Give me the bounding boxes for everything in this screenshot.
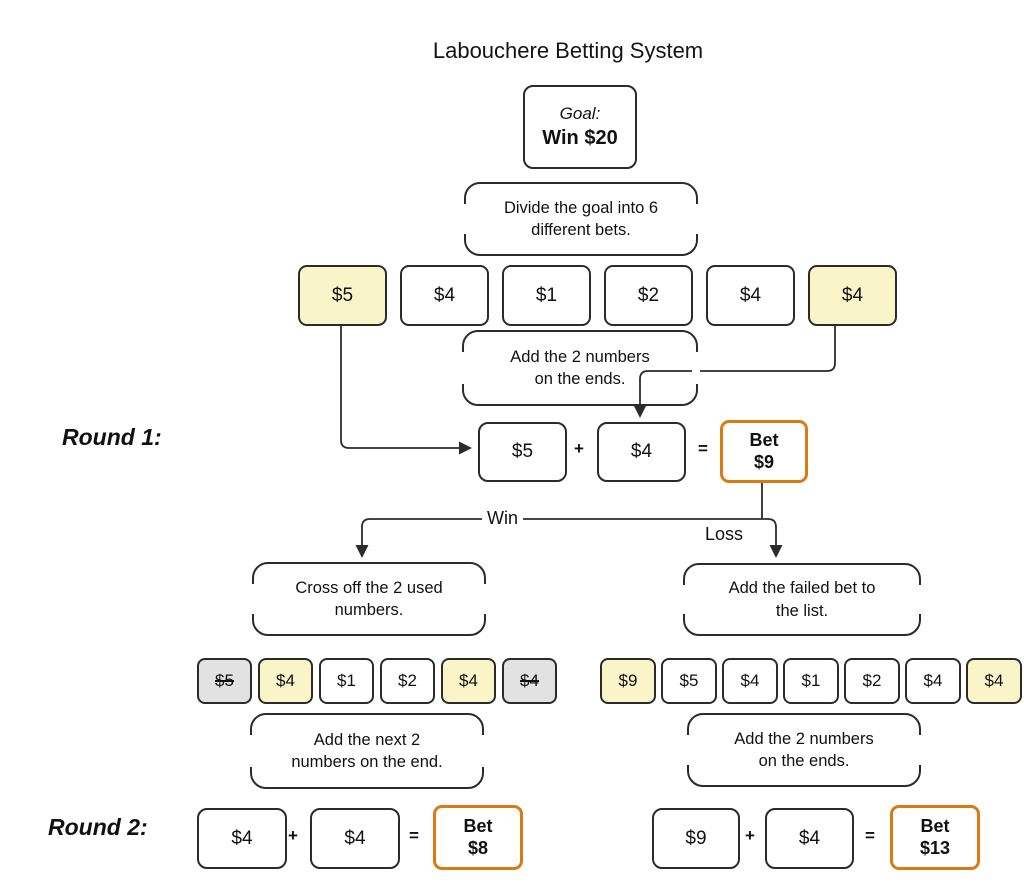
bet-label: Bet [749, 430, 779, 451]
arrowhead-down-loss-icon [769, 545, 783, 558]
arrowhead-right-icon [459, 441, 472, 455]
note-add-failed-bet-text: Add the failed bet to the list. [728, 579, 876, 620]
bracket-mask [681, 585, 689, 614]
bet-cell: $9 [600, 658, 656, 704]
bet-cell: $5 [197, 658, 252, 704]
arrow-left-end-to-round1 [340, 322, 459, 449]
bracket-mask [915, 735, 923, 765]
round1-bet-list: $5 $4 $1 $2 $4 $4 [298, 265, 897, 326]
round1-operand-a: $5 [478, 422, 567, 482]
note-add-ends-round1-text: Add the 2 numbers on the ends. [510, 347, 650, 388]
bracket-mask [685, 735, 693, 765]
round2-loss-operand-b: $4 [765, 808, 854, 869]
bet-cell: $5 [298, 265, 387, 326]
plus-sign: + [745, 826, 755, 845]
note-add-ends-loss-text: Add the 2 numbers on the ends. [734, 729, 874, 770]
arrowhead-down-win-icon [355, 545, 369, 558]
note-divide-goal-text: Divide the goal into 6 different bets. [503, 198, 659, 239]
bet-cell: $2 [844, 658, 900, 704]
plus-sign: + [288, 826, 298, 845]
round1-operand-b: $4 [597, 422, 686, 482]
note-add-next-two-text: Add the next 2 numbers on the end. [291, 730, 443, 771]
arrowhead-down-icon [633, 405, 647, 418]
bracket-mask [462, 204, 470, 234]
round2-win-operand-a: $4 [197, 808, 287, 869]
bet-cell: $4 [905, 658, 961, 704]
bet-cell: $4 [441, 658, 496, 704]
loss-branch-list: $9 $5 $4 $1 $2 $4 $4 [600, 658, 1022, 704]
round2-loss-operand-a: $9 [652, 808, 740, 869]
goal-box: Goal: Win $20 [523, 85, 637, 169]
round2-win-operand-b: $4 [310, 808, 400, 869]
bet-cell: $2 [380, 658, 435, 704]
bet-cell: $4 [966, 658, 1022, 704]
bracket-mask [692, 204, 700, 234]
bet-label: Bet [920, 816, 950, 837]
round2-win-bet-result: Bet $8 [433, 805, 523, 870]
page-title: Labouchere Betting System [432, 38, 704, 63]
round2-loss-bet-result: Bet $13 [890, 805, 980, 870]
bet-cell: $4 [400, 265, 489, 326]
bet-cell: $1 [319, 658, 374, 704]
bet-cell: $2 [604, 265, 693, 326]
round1-bet-result: Bet $9 [720, 420, 808, 483]
round2-label: Round 2: [48, 814, 148, 840]
equals-sign: = [409, 826, 419, 845]
bet-label: Bet [463, 816, 493, 837]
bet-cell: $5 [661, 658, 717, 704]
note-divide-goal: Divide the goal into 6 different bets. [462, 182, 700, 256]
note-cross-off-text: Cross off the 2 used numbers. [295, 578, 443, 619]
goal-value: Win $20 [542, 127, 618, 150]
bracket-mask [248, 735, 256, 767]
equals-sign: = [865, 826, 875, 845]
bet-cell: $4 [706, 265, 795, 326]
note-add-ends-round1: Add the 2 numbers on the ends. [460, 330, 700, 406]
round1-label: Round 1: [62, 424, 162, 450]
bracket-mask [692, 352, 700, 384]
note-add-ends-loss: Add the 2 numbers on the ends. [685, 713, 923, 787]
win-label: Win [482, 508, 523, 529]
equals-sign: = [698, 439, 708, 458]
bet-cell: $4 [502, 658, 557, 704]
plus-sign: + [574, 439, 584, 458]
bet-cell: $1 [502, 265, 591, 326]
bracket-mask [480, 584, 488, 614]
bet-value: $9 [753, 451, 775, 472]
bet-cell: $4 [808, 265, 897, 326]
bracket-mask [460, 352, 468, 384]
bet-cell: $1 [783, 658, 839, 704]
bracket-mask [915, 585, 923, 614]
bet-value: $8 [467, 837, 489, 858]
loss-label: Loss [700, 524, 749, 545]
note-add-failed-bet: Add the failed bet to the list. [681, 563, 923, 636]
bracket-mask [478, 735, 486, 767]
bet-cell: $4 [722, 658, 778, 704]
bet-cell: $4 [258, 658, 313, 704]
bet-value: $13 [919, 837, 951, 858]
win-branch-list: $5 $4 $1 $2 $4 $4 [197, 658, 557, 704]
bracket-mask [250, 584, 258, 614]
note-add-next-two: Add the next 2 numbers on the end. [248, 713, 486, 789]
note-cross-off: Cross off the 2 used numbers. [250, 562, 488, 636]
goal-label: Goal: [559, 103, 601, 123]
